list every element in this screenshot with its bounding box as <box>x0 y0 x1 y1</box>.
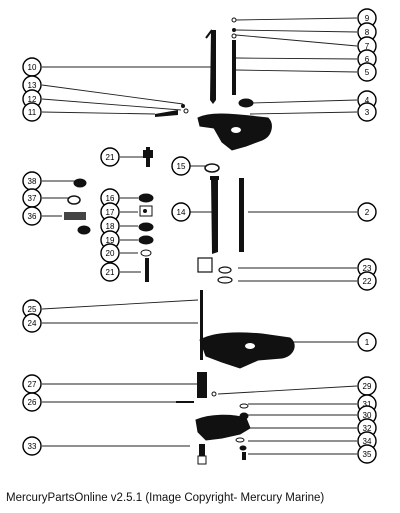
callout-24: 24 <box>22 313 42 333</box>
svg-text:20: 20 <box>106 249 115 258</box>
parts-diagram: 9 8 7 6 5 4 3 10 13 12 11 21 15 38 37 36… <box>22 8 377 465</box>
svg-text:36: 36 <box>28 212 37 221</box>
svg-text:23: 23 <box>363 264 372 273</box>
svg-text:7: 7 <box>365 42 370 51</box>
copyright-caption: MercuryPartsOnline v2.5.1 (Image Copyrig… <box>6 492 325 504</box>
svg-text:38: 38 <box>28 177 37 186</box>
svg-text:14: 14 <box>177 208 186 217</box>
callout-37: 37 <box>22 188 42 208</box>
callout-15: 15 <box>171 156 191 176</box>
svg-text:30: 30 <box>363 411 372 420</box>
callout-36: 36 <box>22 206 42 226</box>
svg-text:4: 4 <box>365 96 370 105</box>
svg-text:22: 22 <box>363 277 372 286</box>
callout-33: 33 <box>22 436 42 456</box>
callout-2: 2 <box>357 202 377 222</box>
svg-text:10: 10 <box>28 63 37 72</box>
svg-text:34: 34 <box>363 437 372 446</box>
svg-text:35: 35 <box>363 450 372 459</box>
svg-text:11: 11 <box>28 108 37 117</box>
svg-text:25: 25 <box>28 305 37 314</box>
svg-text:9: 9 <box>365 14 370 23</box>
callout-10: 10 <box>22 57 42 77</box>
callout-20: 20 <box>100 243 120 263</box>
svg-text:21: 21 <box>106 268 115 277</box>
callout-35: 35 <box>357 444 377 464</box>
svg-text:18: 18 <box>106 222 115 231</box>
callout-3: 3 <box>357 102 377 122</box>
leader-lines <box>41 17 358 455</box>
svg-text:31: 31 <box>363 400 372 409</box>
parts-artwork <box>64 17 295 465</box>
svg-text:5: 5 <box>365 68 370 77</box>
svg-text:8: 8 <box>365 28 370 37</box>
svg-text:6: 6 <box>365 55 370 64</box>
svg-text:2: 2 <box>365 208 370 217</box>
svg-text:1: 1 <box>365 338 370 347</box>
svg-text:16: 16 <box>106 194 115 203</box>
callout-1: 1 <box>357 332 377 352</box>
callout-11: 11 <box>22 102 42 122</box>
svg-text:26: 26 <box>28 398 37 407</box>
svg-text:3: 3 <box>365 108 370 117</box>
svg-text:24: 24 <box>28 319 37 328</box>
callout-21-upper: 21 <box>100 147 120 167</box>
callout-29: 29 <box>357 376 377 396</box>
callout-5: 5 <box>357 62 377 82</box>
callout-21-lower: 21 <box>100 262 120 282</box>
callout-14: 14 <box>171 202 191 222</box>
svg-text:19: 19 <box>106 236 115 245</box>
callout-22: 22 <box>357 271 377 291</box>
callout-26: 26 <box>22 392 42 412</box>
callout-27: 27 <box>22 374 42 394</box>
svg-text:33: 33 <box>28 442 37 451</box>
callout-38: 38 <box>22 171 42 191</box>
svg-text:27: 27 <box>28 380 37 389</box>
svg-text:21: 21 <box>106 153 115 162</box>
svg-text:37: 37 <box>28 194 37 203</box>
callout-25: 25 <box>22 299 42 319</box>
svg-text:15: 15 <box>177 162 186 171</box>
callout-labels: 9 8 7 6 5 4 3 10 13 12 11 21 15 38 37 36… <box>22 8 377 464</box>
svg-text:17: 17 <box>106 208 115 217</box>
svg-text:29: 29 <box>363 382 372 391</box>
svg-text:32: 32 <box>363 424 372 433</box>
svg-text:13: 13 <box>28 81 37 90</box>
svg-text:12: 12 <box>28 95 37 104</box>
